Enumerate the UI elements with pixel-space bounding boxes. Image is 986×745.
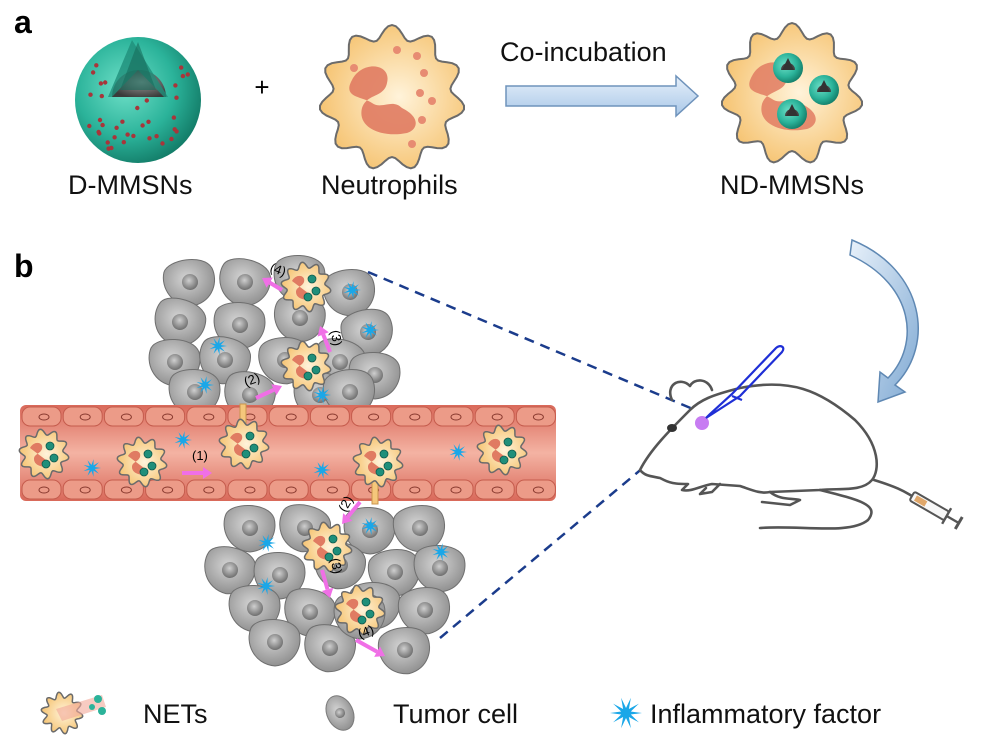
drug-dot [106,146,110,150]
tumor-cell [249,619,300,666]
label-nd-mmsns: ND-MMSNs [720,170,864,201]
drug-dot [181,74,185,78]
drug-dot [94,63,98,67]
drug-dot [179,65,183,69]
endothelial-cell [146,407,185,426]
drug-dot [160,141,164,145]
drug-dot [100,123,104,127]
legend-label-inflammatory-factor: Inflammatory factor [650,699,881,730]
endothelial-cell [475,407,514,426]
drug-dot [114,126,118,130]
drug-dot [122,140,126,144]
endothelial-cell [393,407,432,426]
endothelial-cell [269,480,308,499]
drug-dot [87,124,91,128]
endothelial-cell [393,480,432,499]
granule [393,46,401,54]
drug-dot [99,81,103,85]
endothelial-cell [228,407,267,426]
nd-mmsn-icon [722,23,862,162]
drug-dot [131,134,135,138]
legend-label-tumor-cell: Tumor cell [393,699,518,730]
endothelial-cell [228,480,267,499]
granule [428,97,436,105]
endothelial-cell [63,480,102,499]
endothelial-cell [146,480,185,499]
drug-dot [100,94,104,98]
drug-dot [145,98,149,102]
inflammatory-factor-icon [610,698,642,728]
granule [416,89,424,97]
label-d-mmsns: D-MMSNs [68,170,192,201]
step-label-1: (1) [192,448,208,463]
endothelial-cell [22,480,61,499]
drug-dot [146,120,150,124]
endothelial-cell [22,407,61,426]
endothelial-cell [187,407,226,426]
drug-dot [120,120,124,124]
granule [408,140,416,148]
endothelial-cell [475,480,514,499]
neutrophil-icon [320,25,464,168]
endothelial-cell [63,407,102,426]
endothelial-cell [269,407,308,426]
drug-dot [172,115,176,119]
drug-dot [147,136,151,140]
label-neutrophils: Neutrophils [321,170,458,201]
endothelial-cell [516,407,555,426]
syringe-icon [895,481,963,531]
mouse-illustration [640,380,912,528]
drug-dot [169,137,173,141]
drug-dot [154,134,158,138]
endothelial-cell [104,407,143,426]
endothelial-cell [310,407,349,426]
legend-label-nets: NETs [143,699,208,730]
drug-dot [125,132,129,136]
granule [413,52,421,60]
tumor-cell-icon [321,691,360,735]
granule [420,69,428,77]
granule [350,64,358,72]
drug-dot [186,72,190,76]
drug-dot [173,83,177,87]
endothelial-cell [516,480,555,499]
pink-arrow [356,640,377,652]
endothelial-cell [352,407,391,426]
drug-dot [135,106,139,110]
co-incubation-arrow [506,76,698,116]
drug-dot [97,131,101,135]
endothelial-cell [434,480,473,499]
drug-dot [112,135,116,139]
nets-icon [41,692,106,733]
tumor-cluster-top [149,255,400,423]
endothelial-cell [434,407,473,426]
endothelial-cell [104,480,143,499]
drug-dot [98,118,102,122]
drug-dot [88,93,92,97]
plus-sign: + [254,72,269,102]
drug-dot [103,80,107,84]
curved-arrow-icon [850,240,918,402]
drug-dot [91,70,95,74]
drug-dot [106,140,110,144]
label-co-incubation: Co-incubation [500,37,667,68]
step-label-3-bottom: (3) [328,557,346,575]
step-label-3-top: (3) [328,329,346,347]
drug-dot [174,96,178,100]
endothelial-cell [187,480,226,499]
drug-dot [174,129,178,133]
drug-dot [140,123,144,127]
granule [418,116,426,124]
d-mmsn-particle-icon [75,37,201,163]
